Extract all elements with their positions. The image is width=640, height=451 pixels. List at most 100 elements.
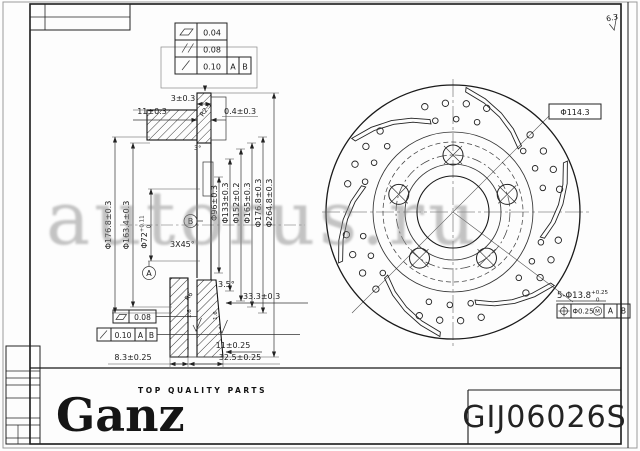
bolt-hole: [442, 144, 464, 166]
section-view: Φ176.8±0.3 Φ163.4±0.3 Φ72+0.110 A B Φ96±…: [104, 92, 308, 367]
drilled-hole: [477, 313, 485, 321]
dim-8-3: 8.3±0.25: [114, 353, 151, 362]
feature-control-frame-bottom: 0.08 0.10 A B: [96, 309, 300, 342]
bolt-circle: [395, 154, 511, 270]
datum-ref-b: B: [149, 331, 154, 340]
dim-dia-96: Φ96±0.3: [210, 185, 219, 221]
dim-angle-3-5: 3.5°: [218, 280, 235, 289]
flatness-value: 0.08: [134, 313, 151, 322]
hub-pilot-circle: [404, 163, 502, 261]
curved-slot: [465, 86, 523, 150]
curved-slot: [539, 160, 568, 239]
position-tolerance-frame: Φ0.25 M A B: [556, 303, 631, 319]
drilled-hole: [425, 298, 433, 306]
bolt-circle-label: Φ114.3: [560, 108, 589, 117]
bolt-hole: [408, 247, 430, 269]
bolt-circle-label-box: [548, 103, 602, 120]
dim-0-4: 0.4±0.3: [224, 107, 256, 116]
bolt-hole: [496, 183, 518, 205]
svg-text:1.6: 1.6: [213, 311, 219, 320]
drilled-hole: [351, 160, 359, 168]
drilled-hole: [344, 180, 352, 188]
datum-ref-b: B: [621, 307, 626, 316]
dim-angle-3: 3°: [194, 144, 201, 152]
curved-slot: [383, 274, 441, 338]
drilled-hole: [456, 317, 465, 325]
drilled-hole: [483, 104, 491, 112]
drilled-hole: [432, 117, 439, 124]
drilled-hole: [421, 103, 429, 111]
dim-dia-152: Φ152±0.2: [232, 183, 241, 224]
datum-b-label: B: [188, 217, 194, 226]
drilled-hole: [531, 165, 539, 172]
datum-a-flag: A: [142, 261, 156, 280]
drilled-hole: [473, 118, 481, 126]
drilled-hole: [362, 142, 370, 151]
drilled-hole: [379, 269, 387, 277]
drilled-hole: [452, 115, 460, 123]
general-roughness-value: 6.3: [605, 12, 619, 23]
drilled-hole: [372, 285, 380, 293]
drilled-hole: [522, 289, 530, 297]
runout-icon: [181, 60, 190, 71]
drilled-hole: [515, 274, 523, 282]
datum-ref-b: B: [242, 63, 248, 72]
drilled-hole: [370, 159, 378, 166]
watermark: autorus.ru: [46, 176, 480, 262]
dim-dia-72: Φ72+0.110: [140, 215, 153, 248]
center-bore: [416, 175, 490, 249]
dim-3: 3±0.3: [171, 94, 196, 103]
drilled-holes-and-slots: [338, 86, 568, 338]
datum-ref-a: A: [138, 331, 144, 340]
frame-stamp-bottom-left: [5, 345, 41, 445]
dim-11: 11±0.3: [137, 107, 167, 116]
bolt-hole-cross-icon: [477, 248, 496, 268]
bolt-hole: [388, 183, 410, 205]
dim-32-5: 32.5±0.25: [219, 353, 261, 362]
disc-outer-edge: [325, 84, 581, 340]
section-hat-flange-top: [146, 109, 198, 141]
dim-dia-163-4: Φ163.4±0.3: [122, 201, 131, 250]
datum-ref-a: A: [230, 63, 236, 72]
flatness-icon: [115, 314, 128, 320]
roughness-mark-right: 1.6: [213, 311, 228, 334]
curved-slot: [474, 282, 556, 307]
drilled-hole: [526, 131, 534, 139]
datum-b-flag: B: [183, 214, 203, 228]
material-condition-m: M: [595, 309, 600, 315]
drilled-hole: [467, 300, 474, 307]
drilled-hole: [539, 184, 547, 192]
brand-tagline: TOP QUALITY PARTS: [138, 386, 268, 395]
position-value: Φ0.25: [572, 308, 593, 316]
flatness-icon: [179, 28, 194, 36]
dim-33-3: 33.3±0.3: [243, 292, 280, 301]
bolt-hole-cross-icon: [443, 145, 463, 165]
parallelism-value: 0.08: [203, 46, 221, 55]
dim-11b: 11±0.25: [216, 341, 251, 350]
position-icon: [558, 305, 570, 317]
svg-text:1.6: 1.6: [187, 309, 193, 318]
bolt-hole-cross-icon: [410, 248, 429, 268]
datum-ref-a: A: [608, 307, 614, 316]
flatness-value: 0.04: [203, 29, 221, 38]
dim-dia-176-8: Φ176.8±0.3: [254, 179, 263, 228]
drilled-hole: [376, 127, 384, 135]
drilled-hole: [537, 239, 545, 246]
drilled-hole: [441, 99, 450, 107]
drilled-hole: [359, 232, 367, 240]
brand-logo: Ganz: [56, 388, 185, 442]
roughness-check-icon: [609, 14, 618, 31]
dim-r6: R6: [183, 290, 195, 302]
feature-control-frame-top: 0.04 0.08 0.10 A B: [160, 22, 258, 92]
drilled-hole: [383, 142, 391, 150]
dim-dia-165: Φ165±0.3: [243, 183, 252, 224]
runout-value: 0.10: [115, 331, 132, 340]
material-condition-icon: [592, 306, 603, 316]
bolt-hole-cross-icon: [389, 185, 409, 204]
dim-dia-133: Φ133±0.3: [221, 183, 230, 224]
drilled-hole: [528, 258, 536, 265]
